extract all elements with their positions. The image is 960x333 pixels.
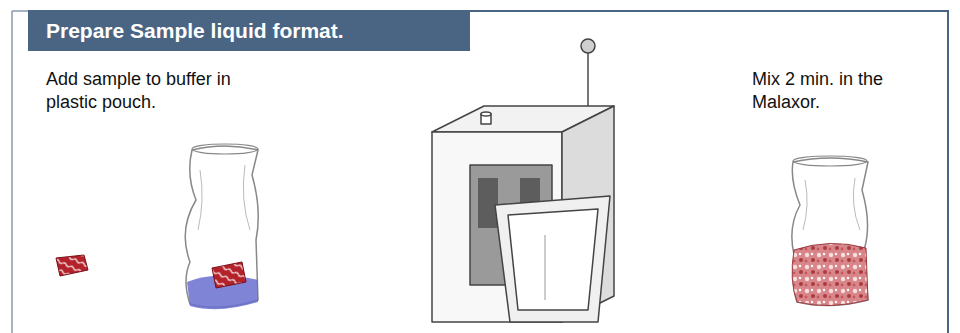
frame-line xyxy=(28,11,948,333)
frame-line xyxy=(12,11,28,333)
title: Prepare Sample liquid format. xyxy=(46,19,344,43)
title-band: Prepare Sample liquid format. xyxy=(28,10,470,51)
plastic-pouch xyxy=(185,144,258,309)
mixed-pouch xyxy=(792,156,868,306)
step-label: Add sample to buffer in plastic pouch. xyxy=(46,68,246,114)
meat-sample xyxy=(56,255,88,276)
step-label: Mix 2 min. in the Malaxor. xyxy=(752,68,902,114)
malaxor-machine xyxy=(432,39,614,322)
